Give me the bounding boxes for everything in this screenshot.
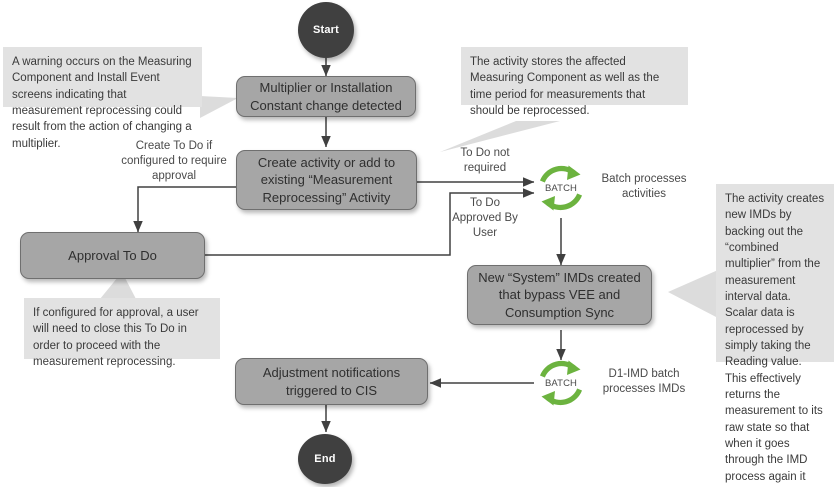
batch-2-caption: D1-IMD batch processes IMDs bbox=[602, 368, 686, 396]
batch-1-caption: Batch processes activities bbox=[601, 173, 687, 201]
note-warning: A warning occurs on the Measuring Compon… bbox=[3, 47, 202, 150]
process-adjustment-notifications: Adjustment notifications triggered to CI… bbox=[235, 358, 428, 405]
note-activity-stores: The activity stores the affected Measuri… bbox=[461, 47, 688, 117]
edge-create-to-approval bbox=[133, 186, 236, 233]
note-activity-stores-text: The activity stores the affected Measuri… bbox=[470, 56, 660, 117]
process-system-imds-label: New “System” IMDs created that bypass VE… bbox=[478, 270, 641, 320]
process-detect-change-label: Multiplier or Installation Constant chan… bbox=[250, 80, 402, 113]
batch-icon-1-label: BATCH bbox=[545, 182, 577, 194]
batch-cycle-icon bbox=[539, 360, 583, 406]
note-creates-imds-text: The activity creates new IMDs by backing… bbox=[725, 193, 825, 487]
process-system-imds: New “System” IMDs created that bypass VE… bbox=[467, 265, 652, 325]
end-terminator: End bbox=[298, 434, 352, 484]
start-label: Start bbox=[312, 24, 340, 36]
note-creates-imds: The activity creates new IMDs by backing… bbox=[716, 184, 834, 487]
edge-label-todo-not-required: To Do not required bbox=[460, 147, 510, 175]
note-approval-required: If configured for approval, a user will … bbox=[24, 298, 220, 368]
note-approval-required-text: If configured for approval, a user will … bbox=[33, 307, 199, 368]
process-create-activity-label: Create activity or add to existing “Meas… bbox=[257, 155, 396, 205]
note-warning-text: A warning occurs on the Measuring Compon… bbox=[12, 56, 192, 150]
batch-icon-2: BATCH bbox=[534, 356, 588, 410]
process-approval-todo-label: Approval To Do bbox=[68, 247, 157, 263]
process-create-activity: Create activity or add to existing “Meas… bbox=[236, 150, 417, 210]
batch-icon-2-label: BATCH bbox=[545, 377, 577, 389]
batch-cycle-icon bbox=[539, 165, 583, 211]
start-terminator: Start bbox=[298, 2, 354, 58]
warning-note-tail bbox=[200, 96, 238, 118]
edge-label-create-todo: Create To Do if configured to require ap… bbox=[121, 140, 227, 183]
process-approval-todo: Approval To Do bbox=[20, 232, 205, 279]
process-adjustment-notifications-label: Adjustment notifications triggered to CI… bbox=[262, 365, 401, 398]
creates-imds-note-tail bbox=[668, 270, 718, 318]
process-detect-change: Multiplier or Installation Constant chan… bbox=[236, 76, 416, 117]
batch-icon-1: BATCH bbox=[534, 161, 588, 215]
end-label: End bbox=[314, 453, 336, 465]
edge-label-todo-approved: To Do Approved By User bbox=[452, 197, 518, 240]
